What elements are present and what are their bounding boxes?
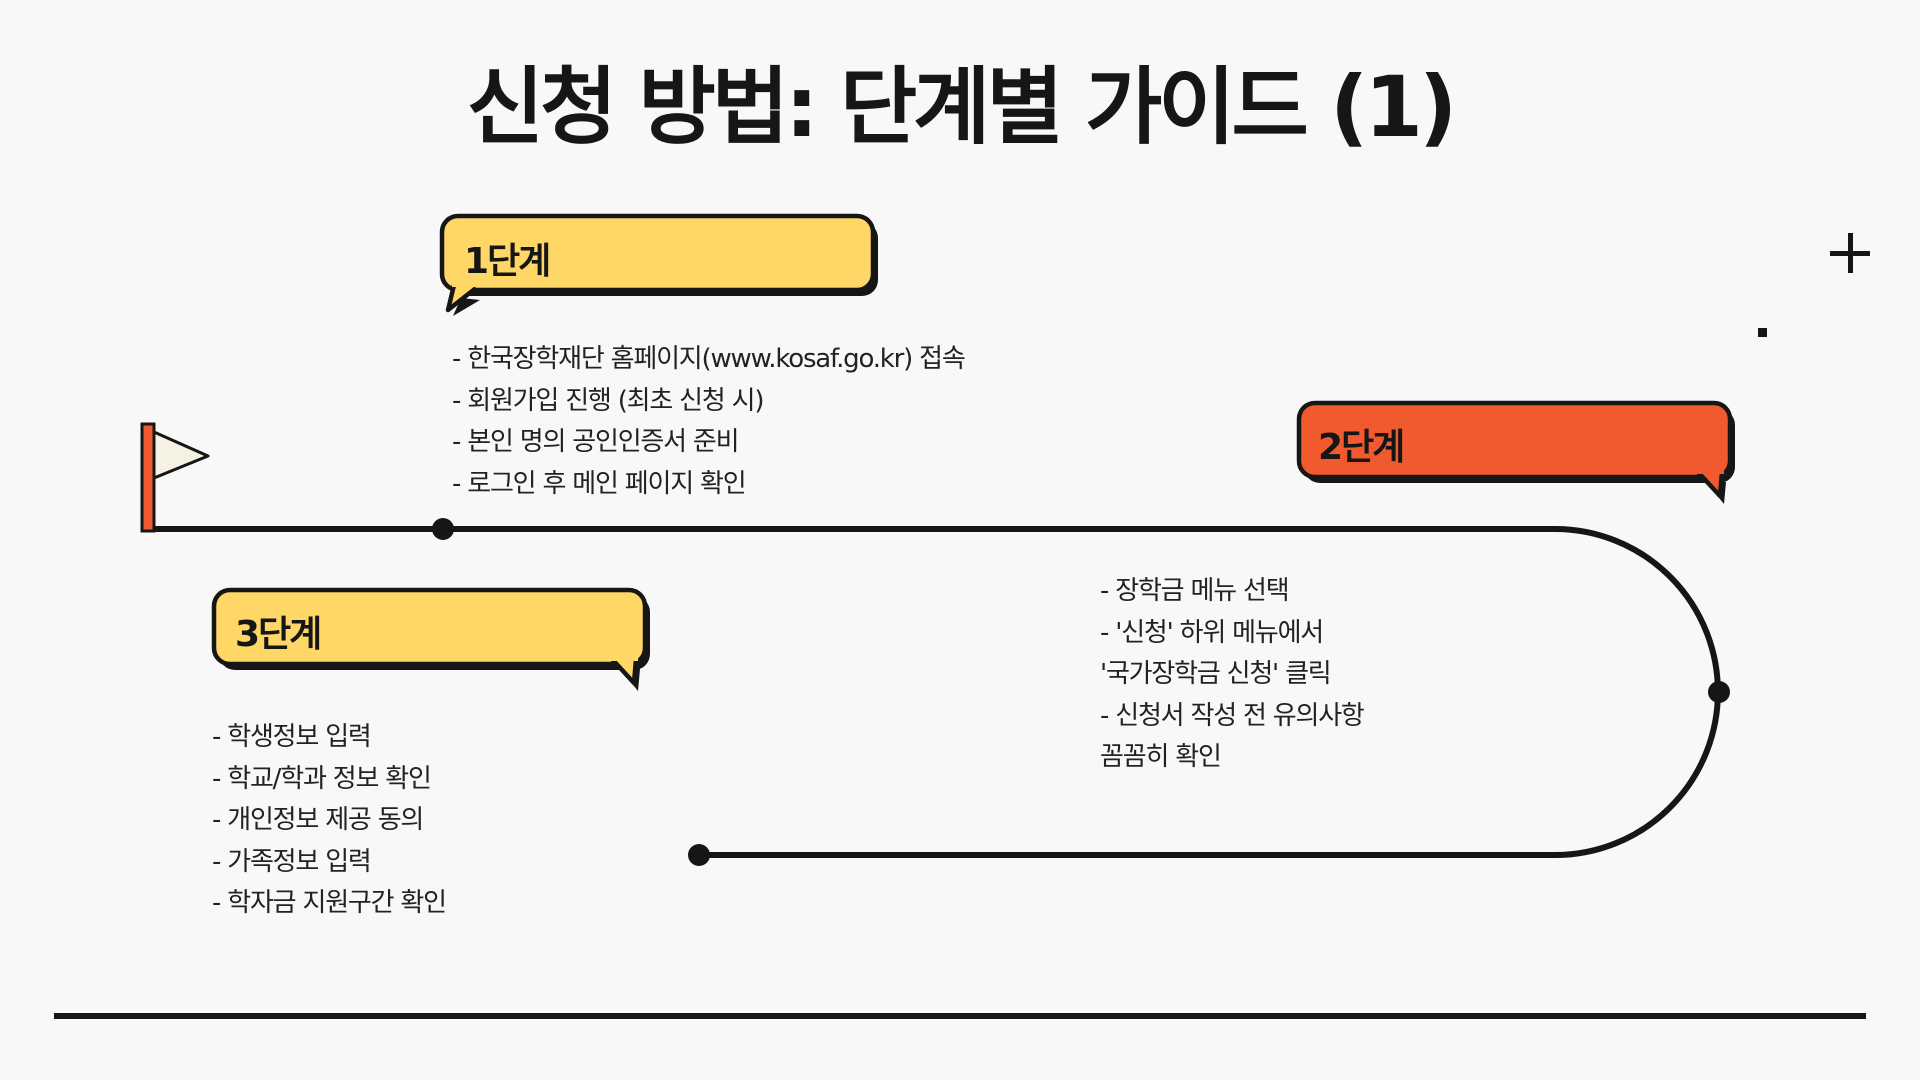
step-1-list: - 한국장학재단 홈페이지(www.kosaf.go.kr) 접속 - 회원가입… [452, 339, 966, 505]
milestone-dot-1 [432, 518, 454, 540]
milestone-dot-2 [1708, 681, 1730, 703]
speech-bubble-step-3 [211, 587, 650, 691]
list-item: - 학자금 지원구간 확인 [212, 888, 447, 918]
flag-icon [140, 422, 210, 533]
list-item: - '신청' 하위 메뉴에서 [1100, 617, 1324, 648]
step-3-label: 3단계 [235, 614, 322, 655]
speech-bubble-step-2 [1296, 400, 1735, 504]
step-1-label: 1단계 [464, 241, 551, 282]
page-title: 신청 방법: 단계별 가이드 (1) [466, 58, 1458, 156]
list-item: - 학생정보 입력 [212, 722, 372, 752]
list-item: - 본인 명의 공인인증서 준비 [452, 427, 740, 457]
bottom-divider [54, 1013, 1866, 1019]
list-item: - 한국장학재단 홈페이지(www.kosaf.go.kr) 접속 [452, 344, 966, 374]
step-2-label: 2단계 [1318, 427, 1405, 468]
list-item: '국가장학금 신청' 클릭 [1100, 659, 1332, 689]
list-item: - 회원가입 진행 (최초 신청 시) [452, 385, 765, 416]
step-3-list: - 학생정보 입력 - 학교/학과 정보 확인 - 개인정보 제공 동의 - 가… [212, 717, 447, 925]
list-item: - 학교/학과 정보 확인 [212, 763, 432, 794]
list-item: 꼼꼼히 확인 [1100, 742, 1222, 772]
dot-icon [1758, 328, 1767, 337]
milestone-dot-3 [688, 844, 710, 866]
list-item: - 장학금 메뉴 선택 [1100, 576, 1290, 606]
list-item: - 개인정보 제공 동의 [212, 805, 424, 835]
step-2-list: - 장학금 메뉴 선택 - '신청' 하위 메뉴에서 '국가장학금 신청' 클릭… [1100, 571, 1365, 779]
list-item: - 로그인 후 메인 페이지 확인 [452, 468, 747, 499]
list-item: - 신청서 작성 전 유의사항 [1100, 700, 1365, 731]
speech-bubble-step-1 [439, 213, 878, 316]
plus-icon [1830, 233, 1870, 273]
list-item: - 가족정보 입력 [212, 846, 372, 877]
